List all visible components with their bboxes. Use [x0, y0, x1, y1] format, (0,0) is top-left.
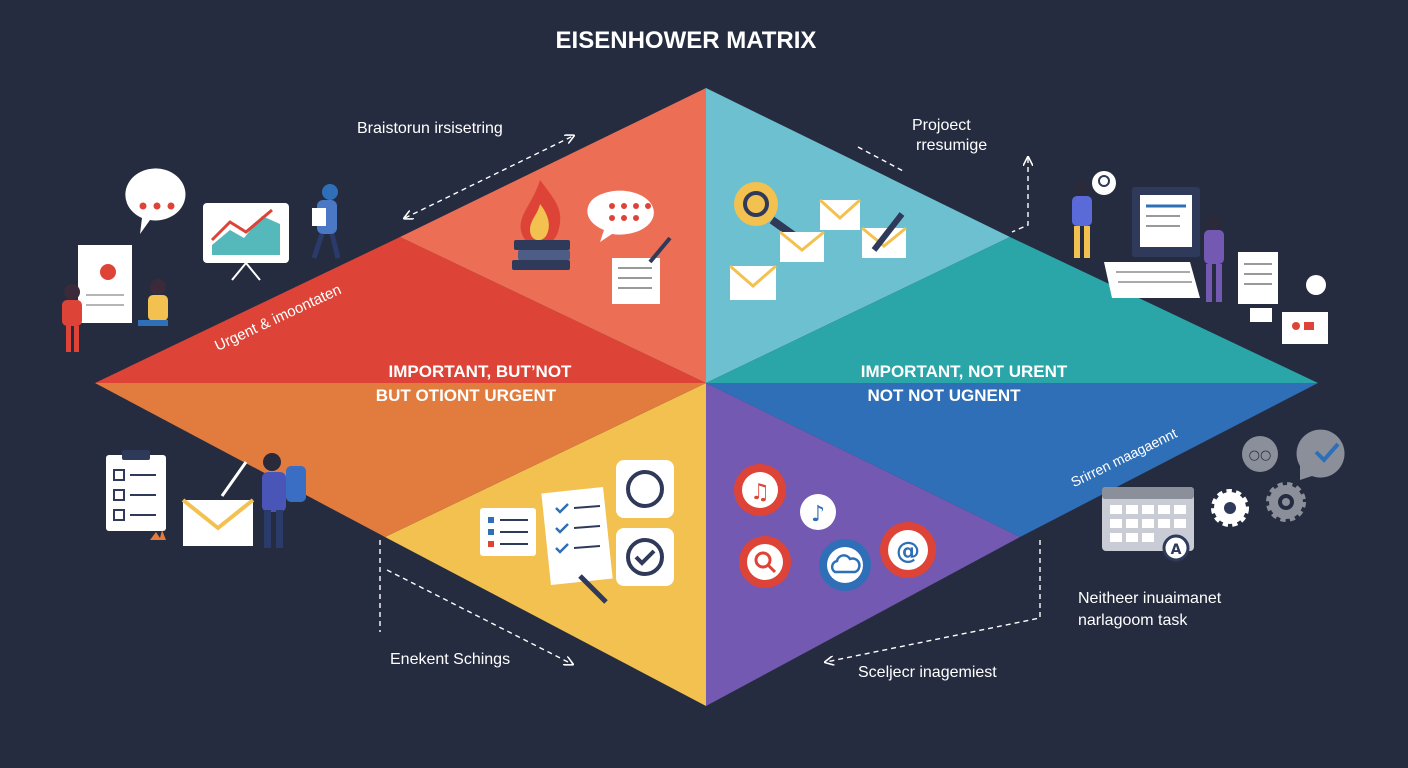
svg-text:♪: ♪ — [811, 502, 825, 527]
svg-text:♫: ♫ — [750, 480, 770, 505]
arrow-bottom-left — [386, 569, 572, 664]
callout-right-1: Neitheer inuaimanet — [1078, 590, 1222, 607]
center-label-left-2: BUT OTIONT URGENT — [376, 386, 557, 405]
calendar-icon: A — [1102, 487, 1194, 562]
clipboard-icon — [106, 450, 166, 540]
callout-bottom-left: Enekent Schings — [390, 651, 510, 668]
svg-text:@: @ — [896, 537, 920, 565]
quadrant-teal — [706, 237, 1318, 383]
search-circle-icon — [739, 536, 791, 588]
cloud-icon — [819, 539, 871, 591]
quadrant-purple — [706, 383, 1020, 706]
svg-text:○○: ○○ — [1249, 448, 1272, 463]
search-icon — [734, 182, 803, 244]
callout-top-right-2: rresumige — [916, 137, 987, 154]
checkmark-bubble-icon: ○○ — [1242, 429, 1345, 480]
computer-icon — [1072, 180, 1224, 302]
pen-icon — [871, 212, 905, 252]
fire-books-icon — [512, 180, 570, 270]
center-label-left-1: IMPORTANT, BUT’NOT — [389, 362, 573, 381]
quadrant-red — [95, 237, 706, 383]
arrow-top-right — [857, 146, 1028, 233]
callout-bottom-right: Sceljecr inagemiest — [858, 664, 997, 681]
envelope-icon — [729, 198, 907, 300]
quadrant-light-teal — [706, 88, 1010, 383]
callout-right-2: narlagoom task — [1078, 612, 1188, 629]
whiteboard-icon — [62, 245, 168, 352]
circle-icon — [616, 460, 674, 518]
arrow-top-left — [405, 136, 573, 218]
quadrant-orange — [95, 383, 706, 537]
svg-text:A: A — [1171, 542, 1182, 558]
gear-icon — [1211, 482, 1306, 527]
checklist-icon — [541, 487, 613, 604]
callout-top-left: Braistorun irsisetring — [357, 120, 503, 137]
check-circle-icon — [616, 528, 674, 586]
speech-bubble-icon — [125, 168, 186, 234]
at-sign-icon: @ — [880, 522, 936, 578]
person-icon — [311, 184, 341, 259]
callout-top-right-1: Projoect — [912, 117, 971, 134]
task-list-icon — [480, 508, 536, 556]
page-title: EISENHOWER MATRIX — [556, 27, 817, 54]
center-label-right-1: IMPORTANT, NOT URENT — [861, 362, 1068, 381]
music-icon: ♫ ♪ — [734, 464, 836, 530]
presentation-chart-icon — [203, 203, 289, 281]
document-icon — [1238, 252, 1328, 344]
idea-icon — [1092, 171, 1116, 195]
quadrant-blue — [706, 383, 1318, 537]
center-label-right-2: NOT NOT UGNENT — [868, 386, 1022, 405]
document-pen-icon — [612, 236, 672, 304]
chat-bubble-icon — [587, 190, 654, 242]
envelope-person-icon — [181, 453, 306, 548]
